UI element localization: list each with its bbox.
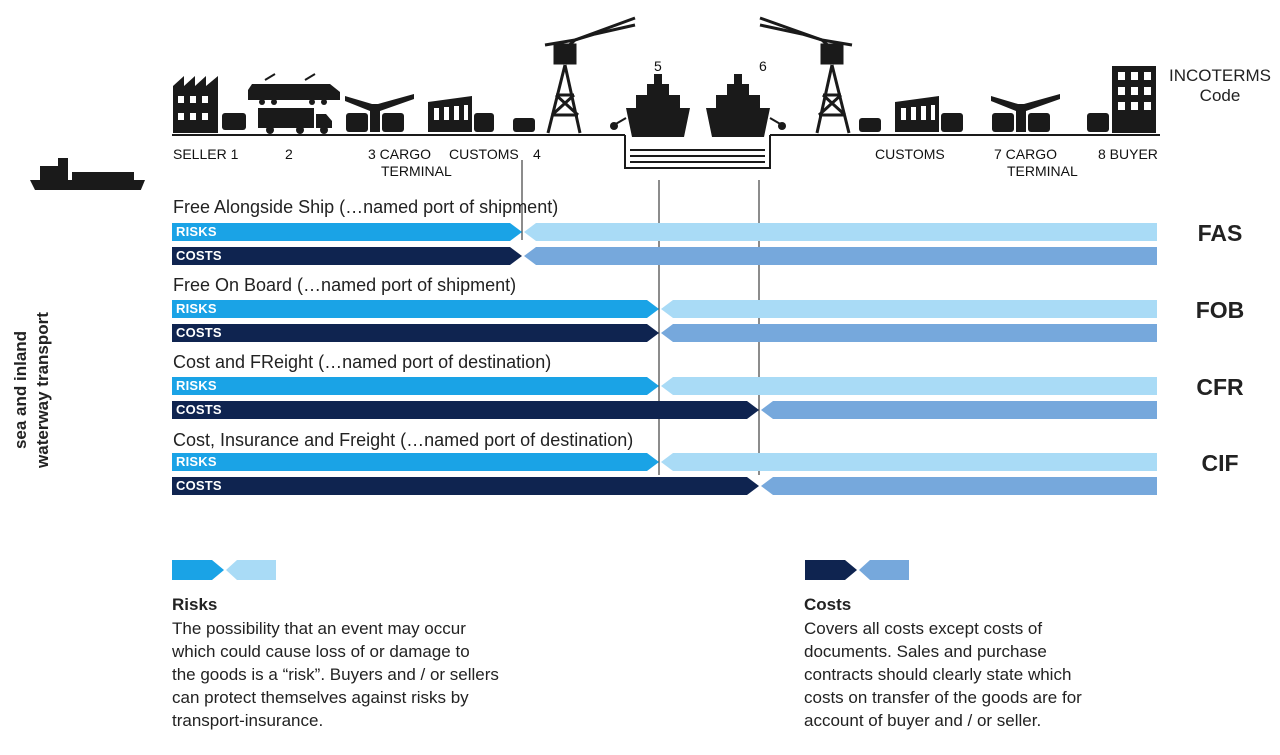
risk-bar-label: RISKS	[176, 378, 217, 393]
cost-seller-segment	[172, 324, 659, 342]
risk-seller-segment	[172, 377, 659, 395]
buyer-building-icon	[1087, 66, 1156, 133]
cost-buyer-swatch	[859, 560, 909, 580]
cost-seller-swatch	[805, 560, 857, 580]
cost-buyer-segment	[524, 247, 1157, 265]
cargo-terminal-icon	[991, 94, 1060, 132]
cost-seller-segment	[172, 477, 759, 495]
legend-risks-text: The possibility that an event may occur …	[172, 619, 499, 730]
customs-building-icon	[895, 96, 963, 132]
cargo-terminal-icon	[345, 94, 414, 132]
train-icon	[248, 73, 340, 105]
customs-building-icon	[428, 96, 494, 132]
term-title-cif: Cost, Insurance and Freight (…named port…	[173, 430, 634, 450]
costs-legend-swatch	[805, 560, 909, 580]
station-buyer-label: 8 BUYER	[1098, 146, 1158, 162]
cargo-ship-icon	[30, 158, 145, 190]
risk-seller-segment	[172, 453, 659, 471]
cost-bar-label: COSTS	[176, 478, 222, 493]
legend-costs-text: Covers all costs except costs of documen…	[804, 619, 1082, 730]
station-seller-label: SELLER 1	[173, 146, 239, 162]
cost-buyer-segment	[761, 477, 1157, 495]
legend-risks-title: Risks	[172, 595, 218, 614]
term-title-fob: Free On Board (…named port of shipment)	[173, 275, 517, 295]
risk-buyer-segment	[661, 453, 1157, 471]
station-4-label: 4	[533, 146, 541, 162]
risk-bar-label: RISKS	[176, 301, 217, 316]
risk-bar-label: RISKS	[176, 454, 217, 469]
risk-buyer-segment	[661, 300, 1157, 318]
cost-bar-label: COSTS	[176, 325, 222, 340]
factory-icon	[173, 76, 246, 133]
transport-chain-illustration	[30, 16, 1160, 190]
cost-bar-label: COSTS	[176, 402, 222, 417]
ship-icon	[706, 74, 786, 137]
risk-buyer-segment	[524, 223, 1157, 241]
cost-buyer-segment	[761, 401, 1157, 419]
truck-icon	[258, 108, 332, 134]
code-cif: CIF	[1201, 450, 1239, 476]
crane-icon	[544, 16, 636, 134]
container-icon	[513, 118, 535, 132]
risk-bar-label: RISKS	[176, 224, 217, 239]
station-6-label: 6	[759, 58, 767, 74]
cost-buyer-segment	[661, 324, 1157, 342]
risk-seller-segment	[172, 223, 522, 241]
station-5-label: 5	[654, 58, 662, 74]
code-cfr: CFR	[1196, 374, 1244, 400]
risk-seller-swatch	[172, 560, 224, 580]
station-customs-export-label: CUSTOMS	[449, 146, 519, 162]
cost-bar-label: COSTS	[176, 248, 222, 263]
term-title-cfr: Cost and FReight (…named port of destina…	[173, 352, 552, 372]
risks-legend-swatch	[172, 560, 276, 580]
code-fas: FAS	[1197, 220, 1243, 246]
code-fob: FOB	[1195, 297, 1245, 323]
risk-seller-segment	[172, 300, 659, 318]
incoterms-transfer-bars	[172, 160, 1157, 495]
risk-buyer-swatch	[226, 560, 276, 580]
station-customs-import-label: CUSTOMS	[875, 146, 945, 162]
incoterms-code-header: INCOTERMS Code	[1169, 66, 1271, 105]
legend-costs-title: Costs	[804, 595, 852, 614]
container-icon	[859, 118, 881, 132]
term-title-fas: Free Alongside Ship (…named port of ship…	[173, 197, 559, 217]
risk-buyer-segment	[661, 377, 1157, 395]
crane-icon	[759, 16, 853, 134]
dock-basin	[624, 135, 771, 169]
ship-icon	[610, 74, 690, 137]
station-2-label: 2	[285, 146, 293, 162]
cost-seller-segment	[172, 401, 759, 419]
cost-seller-segment	[172, 247, 522, 265]
